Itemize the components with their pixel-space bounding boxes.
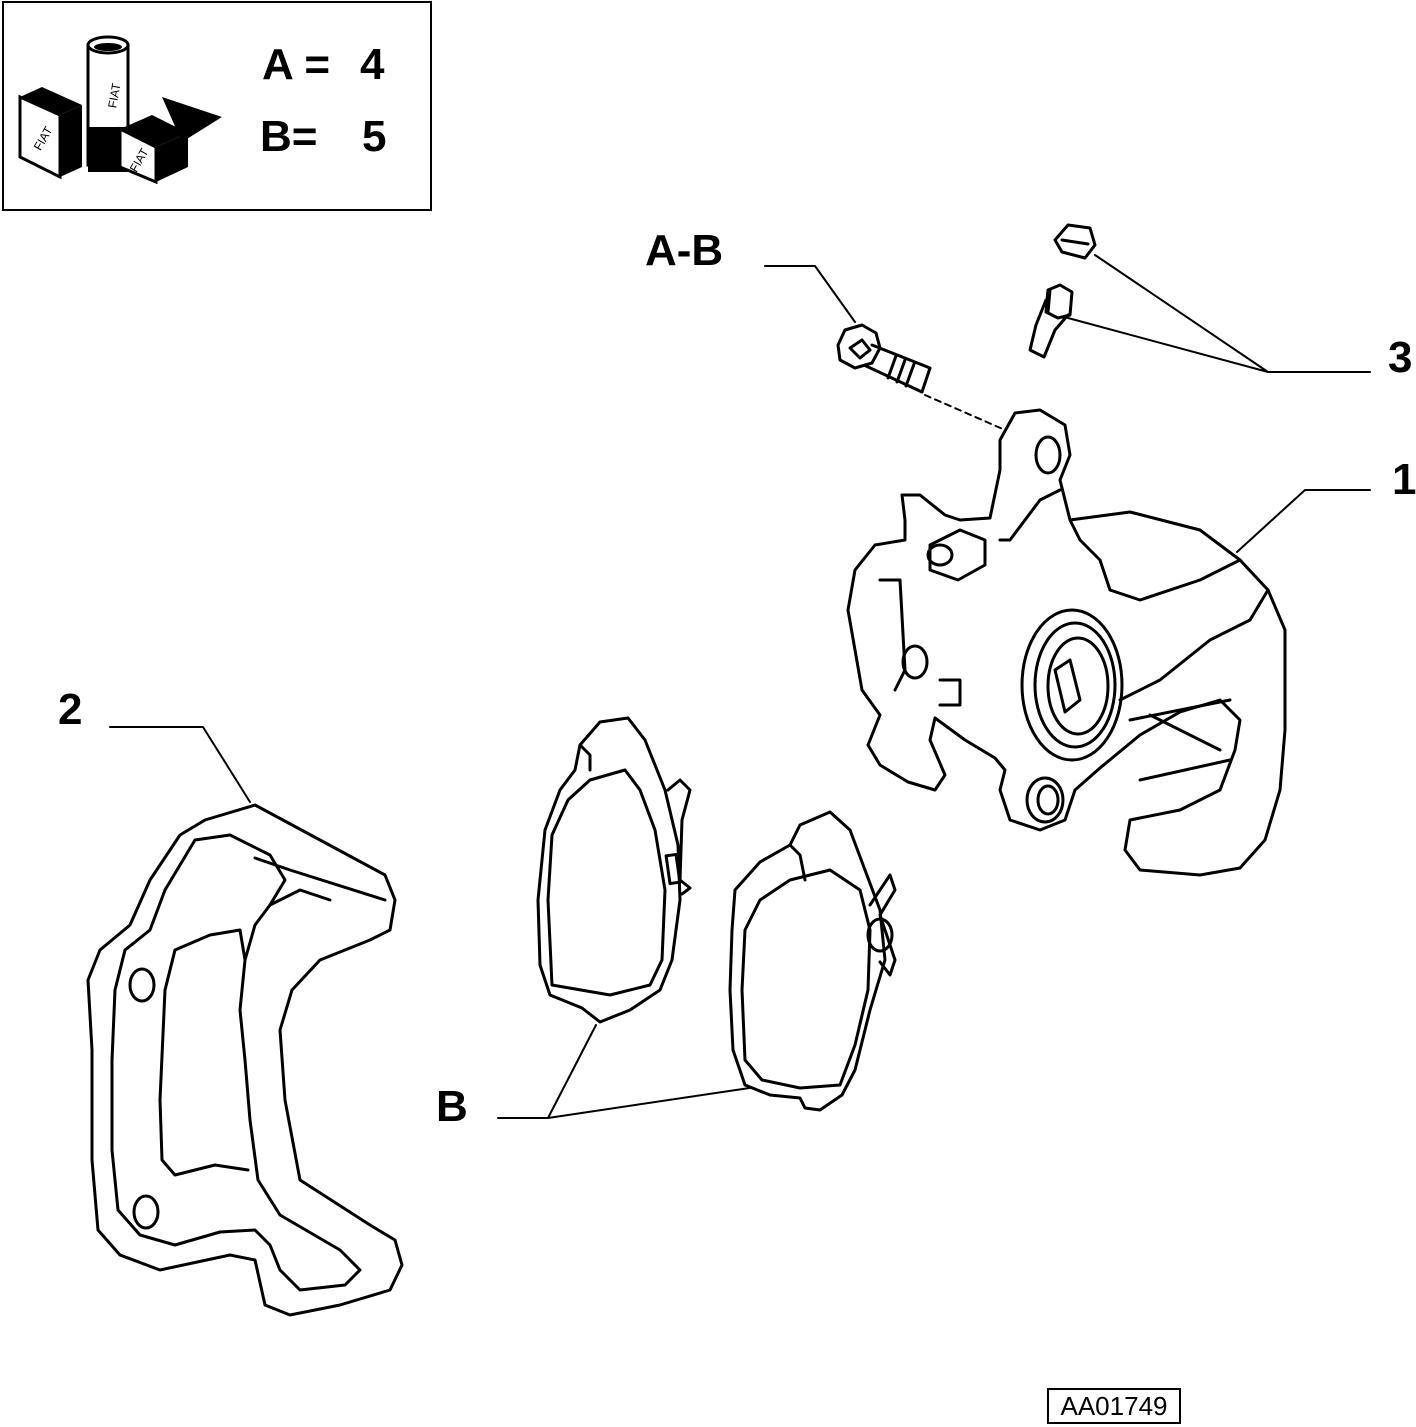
fiat-oil-cans-icon: FIAT FIAT FIAT: [18, 35, 222, 185]
brake-pad-outer: [728, 810, 897, 1112]
legend-key-b: B=: [260, 112, 318, 161]
callout-bolt: A-B: [645, 226, 723, 275]
tightening-legend: FIAT FIAT FIAT A = 4 B= 5: [2, 1, 432, 211]
legend-value-a: 4: [360, 40, 385, 89]
legend-value-b: 5: [362, 112, 387, 161]
brake-caliper: [846, 408, 1287, 877]
callout-1: 1: [1392, 455, 1416, 504]
caliper-carrier: [86, 803, 404, 1317]
callout-labels: A-B 3 1 2 B: [58, 226, 1416, 1131]
callout-2: 2: [58, 685, 82, 734]
leader-lines: [109, 254, 1371, 1119]
callout-3: 3: [1388, 333, 1412, 382]
legend-key-a: A =: [262, 40, 331, 89]
logo-text: FIAT: [105, 81, 123, 109]
brake-pad-inner: [536, 716, 692, 1024]
callout-pads: B: [436, 1082, 468, 1131]
caliper-bolt: [836, 323, 932, 394]
reference-code: AA01749: [1047, 1388, 1181, 1424]
bleed-screw: [1028, 223, 1097, 359]
